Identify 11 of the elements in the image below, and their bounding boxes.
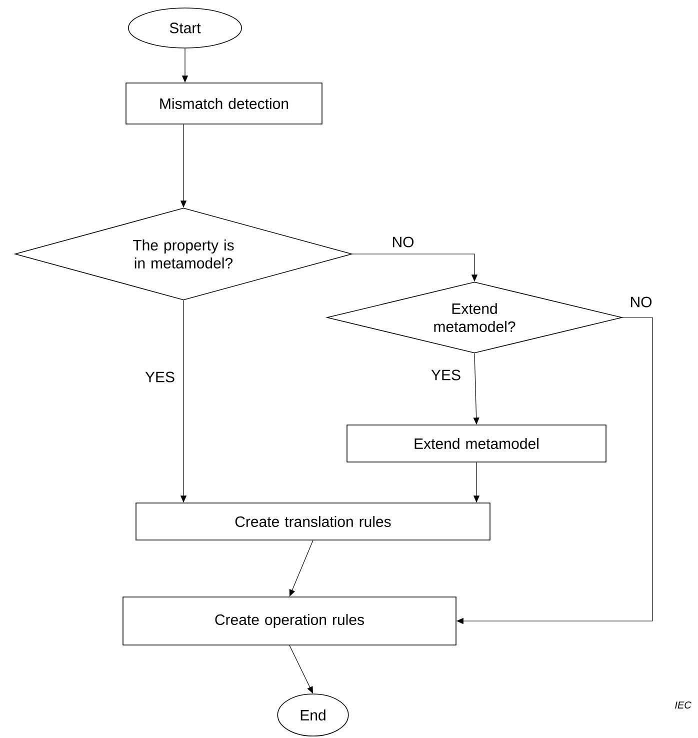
edge-label: YES: [430, 368, 462, 382]
process-box: Mismatch detection: [126, 82, 322, 124]
edge-label: NO: [390, 236, 416, 248]
process-box: Create operation rules: [122, 596, 456, 646]
process-box: Extend metamodel: [346, 424, 606, 462]
edge-label: NO: [628, 296, 654, 308]
edge-label: YES: [144, 370, 176, 384]
source-label: IEC: [675, 701, 692, 709]
process-box: Create translation rules: [136, 502, 490, 540]
terminal-oval: Start: [128, 8, 242, 48]
terminal-oval: End: [277, 694, 349, 736]
